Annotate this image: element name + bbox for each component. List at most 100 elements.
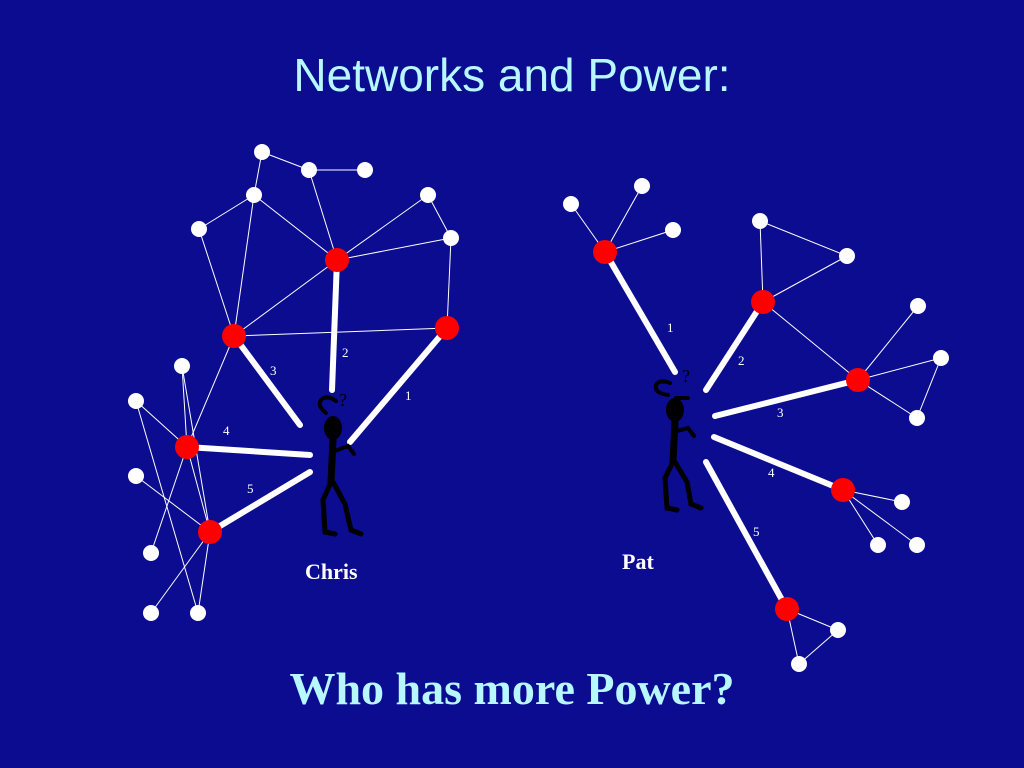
network-node (246, 187, 262, 203)
network-node (933, 350, 949, 366)
chris-tie-1 (347, 325, 450, 445)
chris-contact-nodes (175, 248, 459, 544)
chris-tie-2 (329, 257, 340, 393)
network-node (563, 196, 579, 212)
edge (233, 259, 338, 337)
network-node (420, 187, 436, 203)
edge (198, 228, 235, 337)
chris-tie-number-4: 4 (223, 423, 230, 438)
edge (261, 151, 310, 171)
edge (253, 194, 338, 261)
contact-node (751, 290, 775, 314)
edge (842, 489, 918, 546)
pat-thin-edges (570, 185, 942, 665)
chris-direct-ties (184, 257, 450, 535)
edge (186, 335, 235, 448)
person-label-pat: Pat (622, 549, 654, 574)
chris-network: ? (128, 144, 459, 621)
network-node (830, 622, 846, 638)
edge (759, 220, 764, 303)
edge (857, 305, 919, 381)
pat-tie-number-5: 5 (753, 524, 760, 539)
edge (197, 531, 211, 614)
network-node (909, 537, 925, 553)
pat-network: ? (563, 178, 949, 672)
edge (762, 255, 848, 303)
pat-contact-nodes (593, 240, 870, 621)
edge (181, 365, 188, 448)
chris-peripheral-nodes (128, 144, 459, 621)
chris-tie-4 (184, 444, 313, 458)
edge (759, 220, 848, 257)
contact-node (325, 248, 349, 272)
pat-question-mark: ? (682, 366, 690, 386)
network-node (634, 178, 650, 194)
network-node (190, 605, 206, 621)
contact-node (435, 316, 459, 340)
edge (336, 237, 452, 261)
chris-tie-number-2: 2 (342, 345, 349, 360)
network-node (357, 162, 373, 178)
chris-tie-number-5: 5 (247, 481, 254, 496)
chris-question-mark: ? (339, 390, 347, 410)
edge (150, 446, 188, 554)
edge (916, 357, 942, 419)
network-node (301, 162, 317, 178)
pat-tie-number-2: 2 (738, 353, 745, 368)
edge (233, 327, 448, 337)
contact-node (775, 597, 799, 621)
network-node (909, 410, 925, 426)
pat-tie-5 (703, 459, 790, 612)
chris-figure-icon (317, 395, 364, 537)
pat-tie-1 (602, 249, 678, 375)
contact-node (222, 324, 246, 348)
network-node (665, 222, 681, 238)
pat-tie-2 (703, 299, 766, 393)
edge (150, 531, 211, 614)
contact-node (846, 368, 870, 392)
network-node (143, 605, 159, 621)
pat-direct-ties (602, 249, 861, 612)
edge (233, 194, 255, 337)
network-node (870, 537, 886, 553)
edge (446, 237, 452, 329)
network-node (143, 545, 159, 561)
network-node (894, 494, 910, 510)
person-label-chris: Chris (305, 559, 358, 584)
slide-title: Networks and Power: (293, 49, 731, 101)
pat-tie-4 (711, 434, 846, 493)
contact-node (831, 478, 855, 502)
pat-tie-number-4: 4 (768, 465, 775, 480)
contact-node (593, 240, 617, 264)
edge (762, 301, 859, 381)
edge (308, 169, 338, 261)
network-node (254, 144, 270, 160)
network-node (791, 656, 807, 672)
network-node (128, 393, 144, 409)
contact-node (198, 520, 222, 544)
pat-figure-icon (653, 379, 704, 513)
pat-tie-number-1: 1 (667, 320, 674, 335)
network-node (910, 298, 926, 314)
edge (198, 194, 255, 230)
edge (798, 629, 839, 665)
chris-tie-3 (231, 333, 303, 428)
contact-node (175, 435, 199, 459)
chris-tie-number-1: 1 (405, 388, 412, 403)
network-node (752, 213, 768, 229)
pat-peripheral-nodes (563, 178, 949, 672)
edge (427, 194, 452, 239)
edge (186, 446, 211, 533)
network-node (128, 468, 144, 484)
pat-tie-number-3: 3 (777, 405, 784, 420)
chris-tie-5 (207, 469, 313, 535)
edge (336, 194, 429, 261)
network-node (174, 358, 190, 374)
pat-tie-3 (712, 377, 861, 419)
network-node (191, 221, 207, 237)
network-node (443, 230, 459, 246)
edge (857, 357, 942, 381)
edge (135, 475, 211, 533)
chris-tie-number-3: 3 (270, 363, 277, 378)
